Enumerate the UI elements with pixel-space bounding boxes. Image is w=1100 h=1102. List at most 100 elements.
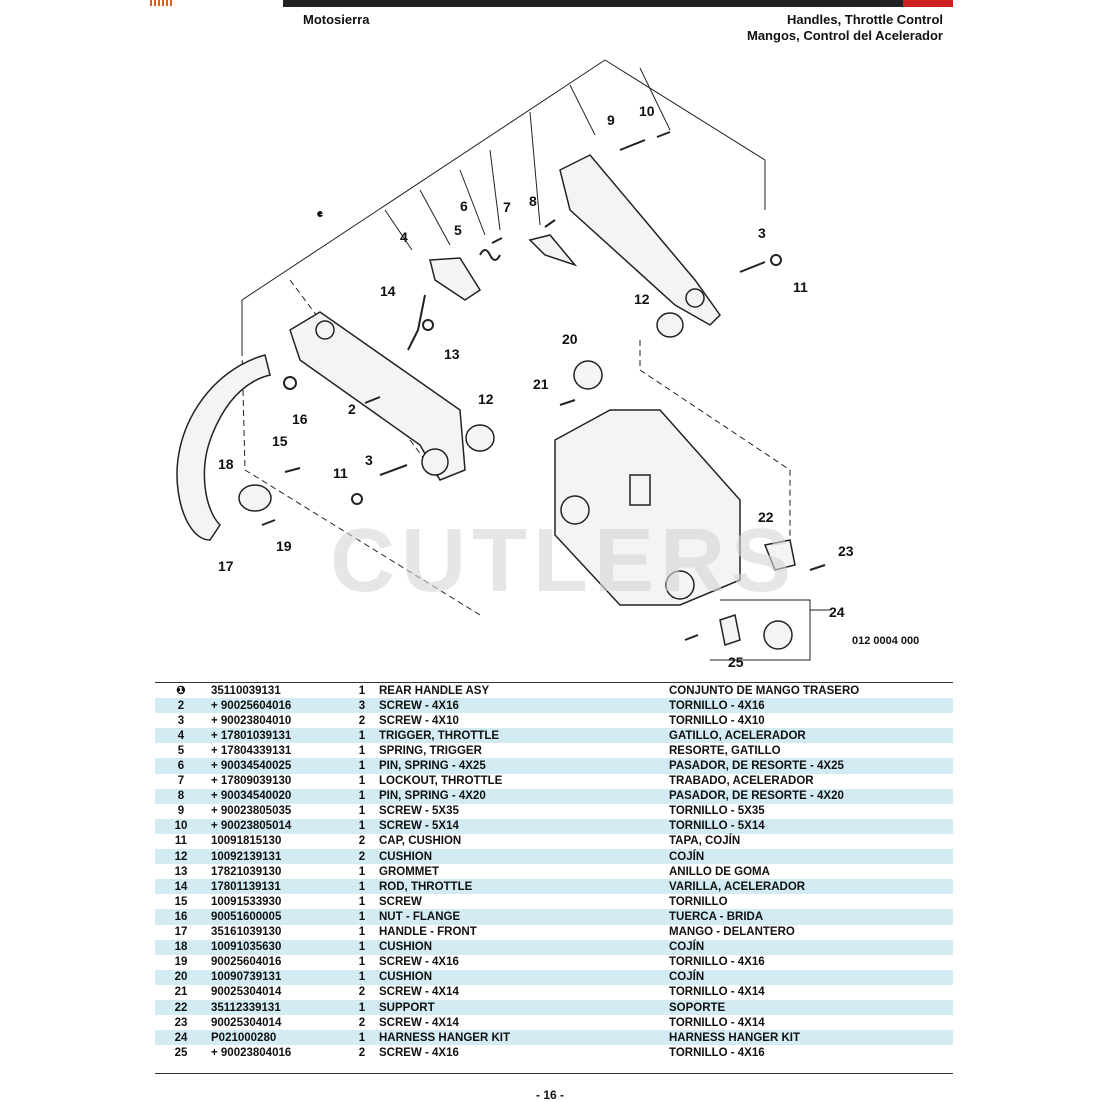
part-number: 35161039130 (211, 926, 282, 939)
header-title-en: Handles, Throttle Control (787, 12, 943, 27)
callout-6: 6 (460, 198, 468, 214)
ref-number: 24 (174, 1031, 188, 1044)
ref-number: 17 (174, 926, 188, 939)
callout-12: 12 (634, 291, 650, 307)
ref-number: 3 (177, 714, 185, 727)
watermark: CUTLERS (330, 511, 797, 611)
description-es: TORNILLO - 4X10 (669, 714, 765, 727)
description-es: TAPA, COJÍN (669, 835, 741, 848)
callout-25: 25 (728, 654, 744, 670)
part-number: 17801139131 (211, 880, 281, 893)
part-number: 10091533930 (211, 895, 282, 908)
ref-number: 19 (174, 956, 188, 969)
quantity: 3 (358, 699, 366, 712)
callout-11: 11 (333, 465, 348, 481)
part-number: 35112339131 (211, 1001, 281, 1014)
ref-number: 6 (177, 760, 185, 773)
quantity: 1 (358, 941, 366, 954)
description-en: NUT - FLANGE (379, 910, 461, 923)
description-es: RESORTE, GATILLO (669, 744, 781, 757)
page-number: - 16 - (535, 1088, 564, 1102)
description-en: CUSHION (379, 850, 433, 863)
callout-2: 2 (348, 401, 356, 417)
quantity: 2 (358, 1046, 366, 1059)
callout-24: 24 (829, 604, 845, 620)
quantity: 1 (358, 880, 366, 893)
part-number: + 90025604016 (211, 699, 292, 712)
description-es: TORNILLO (669, 895, 728, 908)
figure-code: 012 0004 000 (852, 635, 920, 647)
description-en: SCREW - 4X14 (379, 1016, 459, 1029)
part-number: 90025604016 (211, 956, 282, 969)
quantity: 2 (358, 1016, 366, 1029)
description-es: TORNILLO - 4X16 (669, 1046, 765, 1059)
ref-number: 12 (174, 850, 188, 863)
ref-number: ❶ (176, 684, 186, 697)
quantity: 1 (358, 760, 366, 773)
description-es: TORNILLO - 4X14 (669, 1016, 765, 1029)
description-es: CONJUNTO DE MANGO TRASERO (669, 684, 860, 697)
callout-17: 17 (218, 558, 234, 574)
ref-number: 18 (174, 941, 188, 954)
quantity: 1 (358, 910, 366, 923)
ref-number: 25 (174, 1046, 188, 1059)
quantity: 1 (358, 729, 366, 742)
description-en: SPRING, TRIGGER (379, 744, 482, 757)
callout-8: 8 (529, 193, 537, 209)
description-es: TORNILLO - 5X14 (669, 820, 765, 833)
header-product: Motosierra (303, 12, 370, 27)
callout-13: 13 (444, 346, 460, 362)
quantity: 1 (358, 865, 366, 878)
ref-number: 14 (174, 880, 188, 893)
quantity: 1 (358, 1031, 366, 1044)
quantity: 1 (358, 895, 366, 908)
ref-number: 5 (177, 744, 185, 757)
quantity: 2 (358, 835, 366, 848)
quantity: 1 (358, 971, 366, 984)
callout-5: 5 (454, 222, 462, 238)
part-number: 90051600005 (211, 910, 282, 923)
quantity: 1 (358, 926, 366, 939)
callout-11: 11 (793, 279, 808, 295)
callout-16: 16 (292, 411, 308, 427)
ref-number: 21 (174, 986, 188, 999)
quantity: 2 (358, 714, 366, 727)
description-es: GATILLO, ACELERADOR (669, 729, 806, 742)
part-number: + 90023804010 (211, 714, 292, 727)
callout-23: 23 (838, 543, 854, 559)
part-number: 10090739131 (211, 971, 282, 984)
description-en: ROD, THROTTLE (379, 880, 473, 893)
part-number: + 90023804016 (211, 1046, 292, 1059)
quantity: 1 (358, 805, 366, 818)
description-en: SCREW (379, 895, 422, 908)
description-en: SCREW - 5X14 (379, 820, 459, 833)
description-es: MANGO - DELANTERO (669, 926, 795, 939)
ref-number: 9 (177, 805, 185, 818)
description-es: TORNILLO - 4X14 (669, 986, 765, 999)
description-es: COJÍN (669, 850, 705, 863)
brand-logo (150, 0, 280, 6)
description-en: GROMMET (379, 865, 440, 878)
part-number: + 90023805014 (211, 820, 292, 833)
callout-14: 14 (380, 283, 396, 299)
part-number: + 17804339131 (211, 744, 292, 757)
table-top-rule (155, 682, 953, 683)
callout-22: 22 (758, 509, 774, 525)
description-en: SCREW - 4X10 (379, 714, 459, 727)
part-number: P021000280 (211, 1031, 277, 1044)
callout-9: 9 (607, 112, 615, 128)
